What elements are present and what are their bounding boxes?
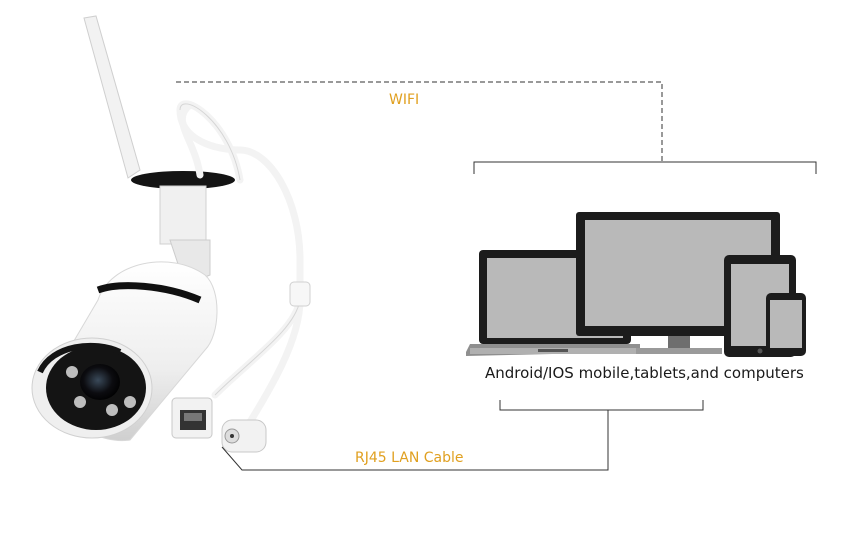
- wifi-label: WIFI: [389, 92, 420, 108]
- client-devices: [466, 212, 806, 357]
- rj45-port-icon: [171, 397, 213, 439]
- dc-power-jack-icon: [221, 419, 267, 453]
- phone-icon: [766, 293, 806, 356]
- ip-camera: [31, 15, 311, 453]
- devices-label: Android/IOS mobile,tablets,and computers: [485, 364, 804, 382]
- wifi-antenna-icon: [83, 15, 141, 179]
- mount-plate: [131, 171, 235, 189]
- camera-lens-icon: [80, 364, 120, 400]
- wifi-link: [176, 81, 817, 174]
- lan-link: [221, 400, 704, 471]
- lan-cable-label: RJ45 LAN Cable: [355, 450, 464, 466]
